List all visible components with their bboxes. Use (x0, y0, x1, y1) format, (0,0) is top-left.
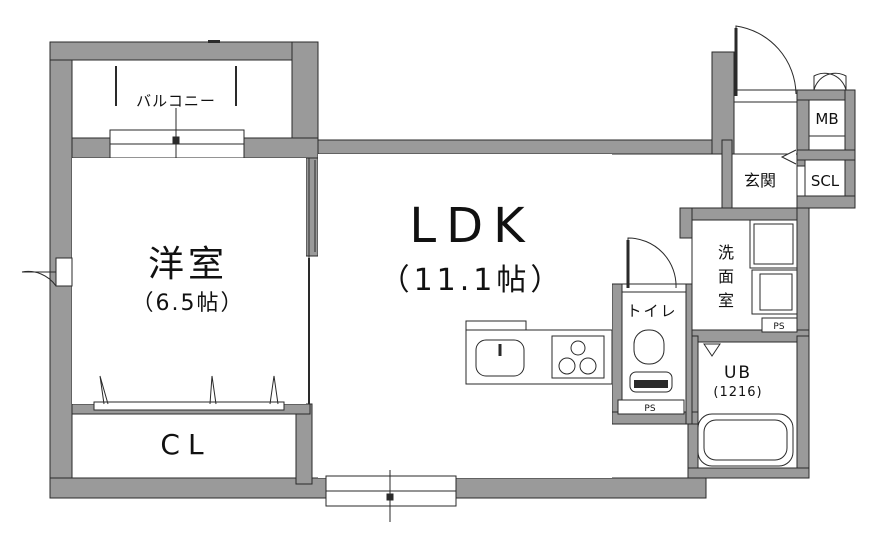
washing-machine-space (749, 219, 798, 269)
meter-box-label: MB (815, 110, 838, 128)
stove-burner (558, 357, 576, 375)
bath-name: UB (724, 363, 752, 383)
vanity-sink (751, 269, 798, 315)
kitchen-counter (465, 320, 613, 385)
stove-burner (579, 357, 597, 375)
bath-size: (1216) (713, 385, 762, 400)
bathroom: UB (1216) (697, 341, 798, 469)
bottom-window (325, 470, 457, 522)
washroom-label-1: 洗 (718, 243, 734, 262)
western-room: 洋室 （6.5帖） (72, 158, 306, 404)
toilet-ps-label: PS (644, 404, 655, 414)
ldk-name: LDK (409, 198, 534, 254)
washroom-ps-label: PS (773, 322, 784, 332)
shoe-closet-label: SCL (811, 172, 840, 190)
balcony: バルコニー (71, 59, 293, 139)
left-door (21, 257, 73, 287)
sliding-door (308, 158, 316, 404)
washroom-label-3: 室 (718, 291, 734, 310)
ldk-size: （11.1帖） (380, 263, 565, 298)
washroom-label-2: 面 (718, 267, 734, 286)
balcony-label: バルコニー (136, 92, 216, 110)
meter-box: MB (808, 72, 847, 137)
walls (49, 41, 856, 499)
stove-burner (570, 340, 586, 356)
bathtub (697, 413, 794, 467)
closet-label: CL (160, 428, 211, 461)
western-room-size: （6.5帖） (132, 291, 245, 316)
washroom: 洗 面 室 PS (691, 219, 798, 333)
entrance: 玄関 (731, 25, 798, 209)
toilet-room: トイレ PS (617, 237, 687, 415)
western-room-name: 洋室 (148, 244, 228, 285)
entrance-label: 玄関 (744, 171, 776, 190)
ldk: LDK （11.1帖） (318, 154, 612, 478)
toilet-label: トイレ (626, 302, 677, 320)
shoe-closet: SCL (804, 159, 846, 197)
balcony-window (109, 108, 245, 160)
closet: CL (71, 375, 297, 479)
